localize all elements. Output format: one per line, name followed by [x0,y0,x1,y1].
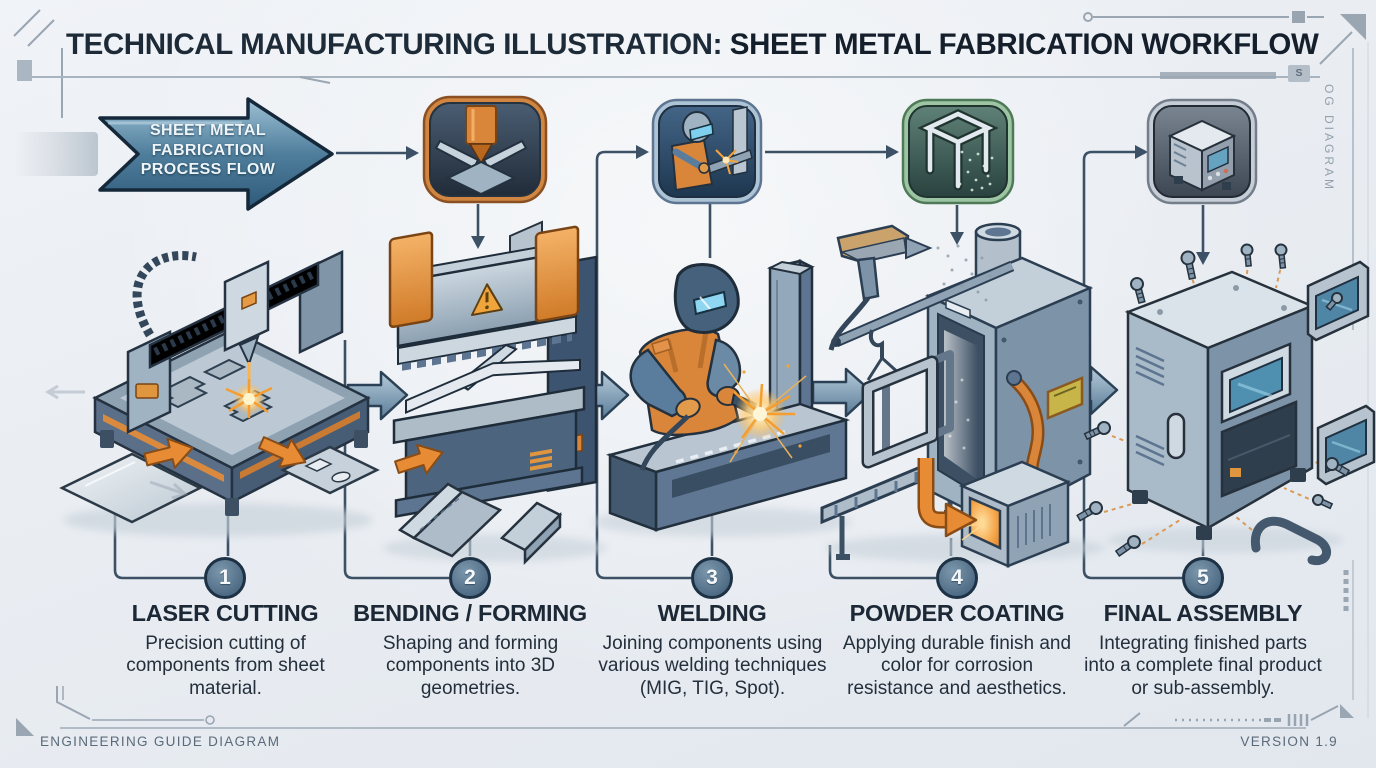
page-title-prefix: TECHNICAL MANUFACTURING ILLUSTRATION: [66,28,730,61]
hud-corner-bottom-left [16,686,1306,736]
hud-square-left [17,60,32,81]
banner-line-3: PROCESS FLOW [140,161,276,179]
hud-corner-top-left [13,9,63,118]
title-underline [30,72,1320,84]
process-flow-banner-label: SHEET METAL FABRICATION PROCESS FLOW [120,121,296,180]
hud-triangle-bottom-right [1340,704,1354,718]
hanging-frame-part [861,350,954,469]
banner-line-1: SHEET METAL [149,122,267,139]
side-vertical-label: OG DIAGRAM [1322,84,1336,193]
hydraulic-cylinder-right [534,225,580,323]
footer-left-label: ENGINEERING GUIDE DIAGRAM [40,734,281,749]
welding-icon [651,98,763,205]
stage-number-badge-1: 1 [204,557,246,599]
stage-title-powder-coating: POWDER COATING [849,600,1065,626]
workbench-beam [605,402,851,532]
press-brake-machine [388,225,598,518]
spray-dots [936,244,992,302]
stage-title-welding: WELDING [657,600,767,626]
powder-coating-scene [820,222,1105,568]
stage-title-final-assembly: FINAL ASSEMBLY [1103,600,1303,626]
hud-triangle-top-right [1340,14,1366,40]
assembly-unit-icon [1146,98,1258,205]
assembly-cabinet [1124,270,1316,540]
hud-triangle-bottom-left [16,718,34,736]
page-title: TECHNICAL MANUFACTURING ILLUSTRATION: SH… [66,28,1319,62]
stage-title-bending-forming: BENDING / FORMING [353,600,587,626]
bending-input-arrow [394,443,444,475]
welder-figure [629,262,758,471]
stage-desc-bending-forming: Shaping and forming components into 3D g… [382,633,559,699]
powder-speckles [958,150,994,192]
loose-handle-part [1250,516,1331,566]
s-badge: S [1288,65,1310,82]
input-sheet [59,452,203,524]
spray-gun [828,224,933,351]
bending-forming-scene [383,220,607,566]
welding-scene [592,258,852,537]
stage-number-badge-5: 5 [1182,557,1224,599]
weld-spark [723,363,807,463]
stage-desc-powder-coating: Applying durable finish and color for co… [842,633,1072,699]
bent-part-v [397,482,503,558]
stage-desc-welding: Joining components using various welding… [598,633,827,699]
laser-spark [225,379,273,418]
stage-desc-final-assembly: Integrating finished parts into a comple… [1084,633,1322,699]
to-oven-arrow [917,458,978,538]
stage-desc-laser-cutting: Precision cutting of components from she… [126,633,325,699]
curing-oven [955,370,1072,568]
output-sheet [280,445,380,495]
loose-screws [1076,243,1351,557]
banner-line-2: FABRICATION [151,141,265,159]
process-flow-banner-arrow [14,97,334,211]
flow-arrow-3-4 [811,367,874,418]
footer-right-label: VERSION 1.9 [1240,734,1338,749]
page-title-emphasis: SHEET METAL FABRICATION WORKFLOW [729,28,1319,61]
stage-title-laser-cutting: LASER CUTTING [131,600,319,626]
press-brake-icon [422,95,548,204]
input-arrow [143,437,194,469]
powder-coating-icon [901,98,1015,205]
motion-arrows [45,384,188,500]
hud-corner-bottom-right [1123,704,1354,727]
hydraulic-cylinder-left [388,231,434,329]
final-assembly-scene [1076,243,1376,566]
hanging-rail [831,260,1015,381]
output-arrow [258,436,307,468]
stage-number-badge-3: 3 [691,557,733,599]
stage-number-badge-2: 2 [449,557,491,599]
stage-number-badge-4: 4 [936,557,978,599]
cabinet-handle [1166,412,1186,460]
laser-cutting-scene [45,232,380,537]
bent-part-tent [499,501,563,566]
